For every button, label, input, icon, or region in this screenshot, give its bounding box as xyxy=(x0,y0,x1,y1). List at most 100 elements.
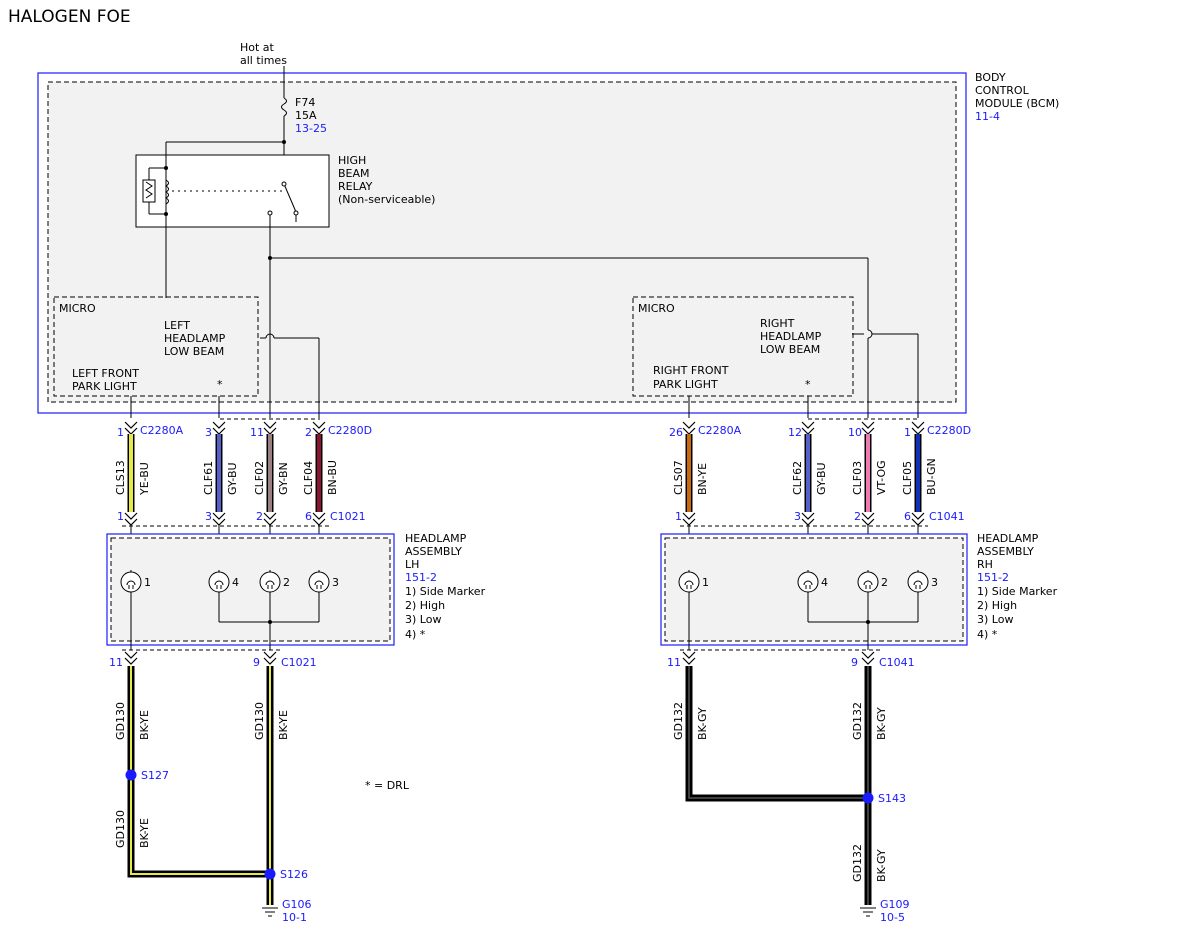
pin-top-label: 26 xyxy=(669,426,683,439)
color-label: BU-GN xyxy=(925,458,938,495)
bulb-number: 3 xyxy=(931,576,938,589)
hl-rh-legend-3: 3) Low xyxy=(977,613,1013,626)
color-label: BN-BU xyxy=(326,460,339,495)
bcm-label-2: CONTROL xyxy=(975,84,1030,97)
ground-wires-rh xyxy=(685,666,872,905)
svg-text:GD132: GD132 xyxy=(851,844,864,882)
ground-g109-ref: 10-5 xyxy=(880,911,905,924)
pin-top-label: 10 xyxy=(848,426,862,439)
bulb-icon: 4 xyxy=(208,570,239,605)
conn-top-label: C2280A xyxy=(698,424,742,437)
ground-chevrons xyxy=(124,651,875,665)
conn-bot-label: C1041 xyxy=(929,510,965,523)
svg-text:GD130: GD130 xyxy=(114,810,127,848)
bcm-inner xyxy=(47,81,957,403)
hl-lh-legend-1: 1) Side Marker xyxy=(405,585,486,598)
color-label: GY-BN xyxy=(277,462,290,495)
svg-text:GD132: GD132 xyxy=(851,702,864,740)
hl-rh-ref: 151-2 xyxy=(977,571,1009,584)
micro-right-title: MICRO xyxy=(638,302,675,315)
hl-lh-label-2: ASSEMBLY xyxy=(405,545,462,558)
pin-bot-label: 6 xyxy=(904,510,911,523)
hl-lh-label-3: LH xyxy=(405,558,419,571)
pin-top-label: 1 xyxy=(117,426,124,439)
splice-s143-label: S143 xyxy=(878,792,906,805)
bulb-number: 1 xyxy=(702,576,709,589)
headlamp-lh-inner xyxy=(110,537,391,642)
bulb-group: 1 4 2 3 1 4 2 3 xyxy=(120,570,938,605)
ground-symbol-rh xyxy=(860,907,876,917)
svg-text:BK-GY: BK-GY xyxy=(875,707,888,740)
pin-top-label: 1 xyxy=(904,426,911,439)
bulb-number: 1 xyxy=(144,576,151,589)
gnd-lh-conn: C1021 xyxy=(281,656,317,669)
micro-right-park-2: PARK LIGHT xyxy=(653,378,718,391)
micro-right-func-3: LOW BEAM xyxy=(760,343,820,356)
splice-s143 xyxy=(862,792,874,804)
pin-bot-label: 3 xyxy=(205,510,212,523)
splice-s126-label: S126 xyxy=(280,868,308,881)
circuit-label: CLF03 xyxy=(851,461,864,495)
gnd-lh-labels: GD130 BK-YE GD130 BK-YE GD130 BK-YE xyxy=(114,702,290,848)
relay-label-4: (Non-serviceable) xyxy=(338,193,435,206)
micro-left-func-3: LOW BEAM xyxy=(164,345,224,358)
micro-left-func-2: HEADLAMP xyxy=(164,332,226,345)
micro-right-star: * xyxy=(805,378,811,391)
hot-label-2: all times xyxy=(240,54,287,67)
bulb-icon: 1 xyxy=(120,570,151,605)
pin-bot-label: 1 xyxy=(675,510,682,523)
pin-bot-label: 2 xyxy=(256,510,263,523)
gnd-rh-conn: C1041 xyxy=(879,656,915,669)
fuse-rating: 15A xyxy=(295,109,317,122)
diagram-title: HALOGEN FOE xyxy=(8,7,131,27)
micro-right-park-1: RIGHT FRONT xyxy=(653,364,729,377)
connector-bars xyxy=(122,418,928,651)
bcm-label-1: BODY xyxy=(975,71,1006,84)
bulb-number: 3 xyxy=(332,576,339,589)
circuit-label: CLS13 xyxy=(114,460,127,495)
micro-left-park-2: PARK LIGHT xyxy=(72,380,137,393)
ground-g106-ref: 10-1 xyxy=(282,911,307,924)
hl-rh-legend-4: 4) * xyxy=(977,628,998,641)
micro-right-func-1: RIGHT xyxy=(760,317,795,330)
relay-label-1: HIGH xyxy=(338,154,366,167)
pin-bot-label: 1 xyxy=(117,510,124,523)
svg-text:BK-YE: BK-YE xyxy=(138,710,151,740)
high-beam-bus xyxy=(260,257,919,418)
pin-bot-label: 2 xyxy=(854,510,861,523)
micro-right-box xyxy=(632,296,854,397)
svg-text:BK-YE: BK-YE xyxy=(138,818,151,848)
micro-right-func-2: HEADLAMP xyxy=(760,330,822,343)
hot-label-1: Hot at xyxy=(240,41,275,54)
svg-text:BK-GY: BK-GY xyxy=(696,707,709,740)
wire-clf03: 10 2 CLF03 VT-OG xyxy=(848,421,888,570)
hl-rh-label-3: RH xyxy=(977,558,993,571)
pin-top-label: 3 xyxy=(205,426,212,439)
ground-g109: G109 xyxy=(880,898,910,911)
svg-text:BK-YE: BK-YE xyxy=(277,710,290,740)
gnd-lh-pin-2: 9 xyxy=(253,656,260,669)
pin-top-label: 11 xyxy=(250,426,264,439)
relay-label-3: RELAY xyxy=(338,180,373,193)
micro-left-park-1: LEFT FRONT xyxy=(72,367,139,380)
ground-wires-lh xyxy=(127,666,274,905)
color-label: VT-OG xyxy=(875,460,888,495)
hl-rh-label-2: ASSEMBLY xyxy=(977,545,1034,558)
pin-top-label: 2 xyxy=(305,426,312,439)
gnd-rh-pin-1: 11 xyxy=(667,656,681,669)
micro-outputs xyxy=(130,396,809,418)
conn-top-label: C2280D xyxy=(927,424,971,437)
bulb-icon: 3 xyxy=(907,570,938,605)
bcm-ref: 11-4 xyxy=(975,110,1000,123)
conn-top-label: C2280A xyxy=(140,424,184,437)
splice-s127-label: S127 xyxy=(141,769,169,782)
splice-s127 xyxy=(125,769,137,781)
svg-text:GD130: GD130 xyxy=(253,702,266,740)
bulb-number: 4 xyxy=(821,576,828,589)
bulb-icon: 2 xyxy=(857,570,888,605)
bulb-number: 2 xyxy=(283,576,290,589)
